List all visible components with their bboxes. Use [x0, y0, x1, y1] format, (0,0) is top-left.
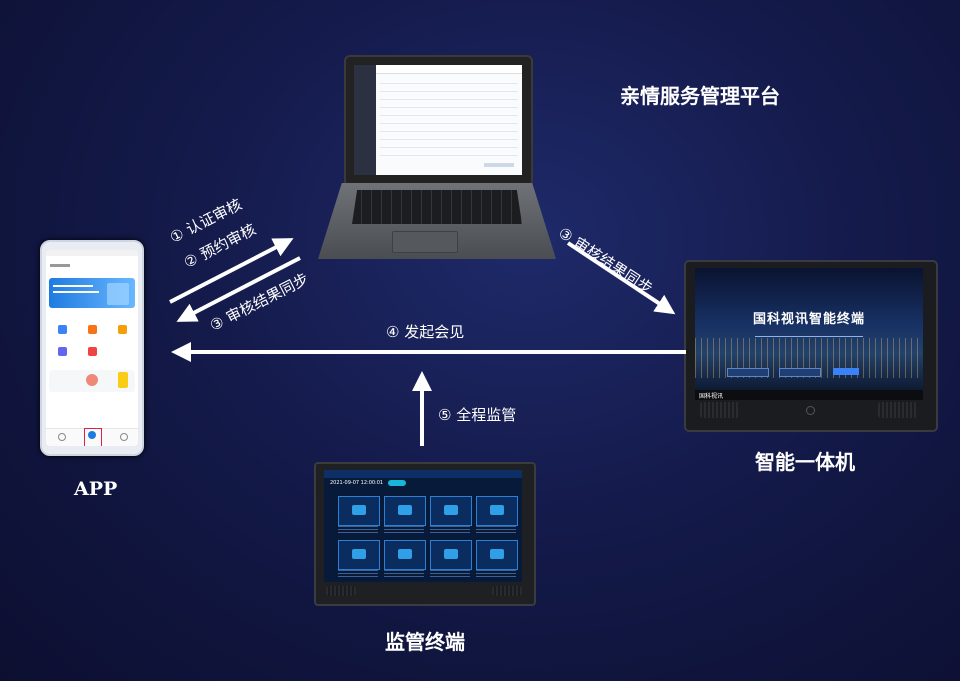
terminal-label: 智能一体机	[755, 450, 855, 474]
camera-icon	[806, 406, 815, 415]
platform-label: 亲情服务管理平台	[620, 84, 780, 108]
tab-icon	[58, 433, 66, 441]
app-menu-icon	[58, 347, 67, 356]
all-in-one-device: 国科视讯智能终端 国科视讯	[684, 260, 938, 432]
laptop-touchpad	[392, 231, 458, 253]
profile-tab-icon	[120, 433, 128, 441]
app-menu-icon	[88, 325, 97, 334]
home-tab-icon	[88, 431, 96, 439]
platform-screen	[354, 65, 522, 175]
app-menu-icon	[88, 347, 97, 356]
laptop-keyboard	[352, 190, 522, 224]
monitor-device: 2021-09-07 12:00:01	[314, 462, 536, 606]
app-label: APP	[74, 478, 118, 500]
phone-device	[40, 240, 144, 456]
laptop-device	[344, 55, 533, 187]
arrow-platform-to-app	[176, 256, 301, 322]
monitor-datetime: 2021-09-07 12:00:01	[330, 480, 384, 486]
monitor-screen: 2021-09-07 12:00:01	[324, 470, 522, 582]
app-menu-icon	[118, 325, 127, 334]
terminal-screen: 国科视讯智能终端	[695, 268, 923, 390]
phone-screen	[46, 250, 138, 446]
step5-caption: ⑤ 全程监管	[438, 406, 517, 424]
step4-caption: ④ 发起会见	[386, 323, 465, 341]
arrow-platform-to-terminal	[566, 241, 676, 315]
terminal-brand: 国科视讯	[699, 393, 724, 400]
app-banner	[49, 278, 135, 308]
terminal-screen-title: 国科视讯智能终端	[752, 312, 865, 327]
arrow-app-to-platform	[169, 238, 294, 304]
app-menu-icon	[58, 325, 67, 334]
monitor-label: 监管终端	[385, 630, 465, 654]
